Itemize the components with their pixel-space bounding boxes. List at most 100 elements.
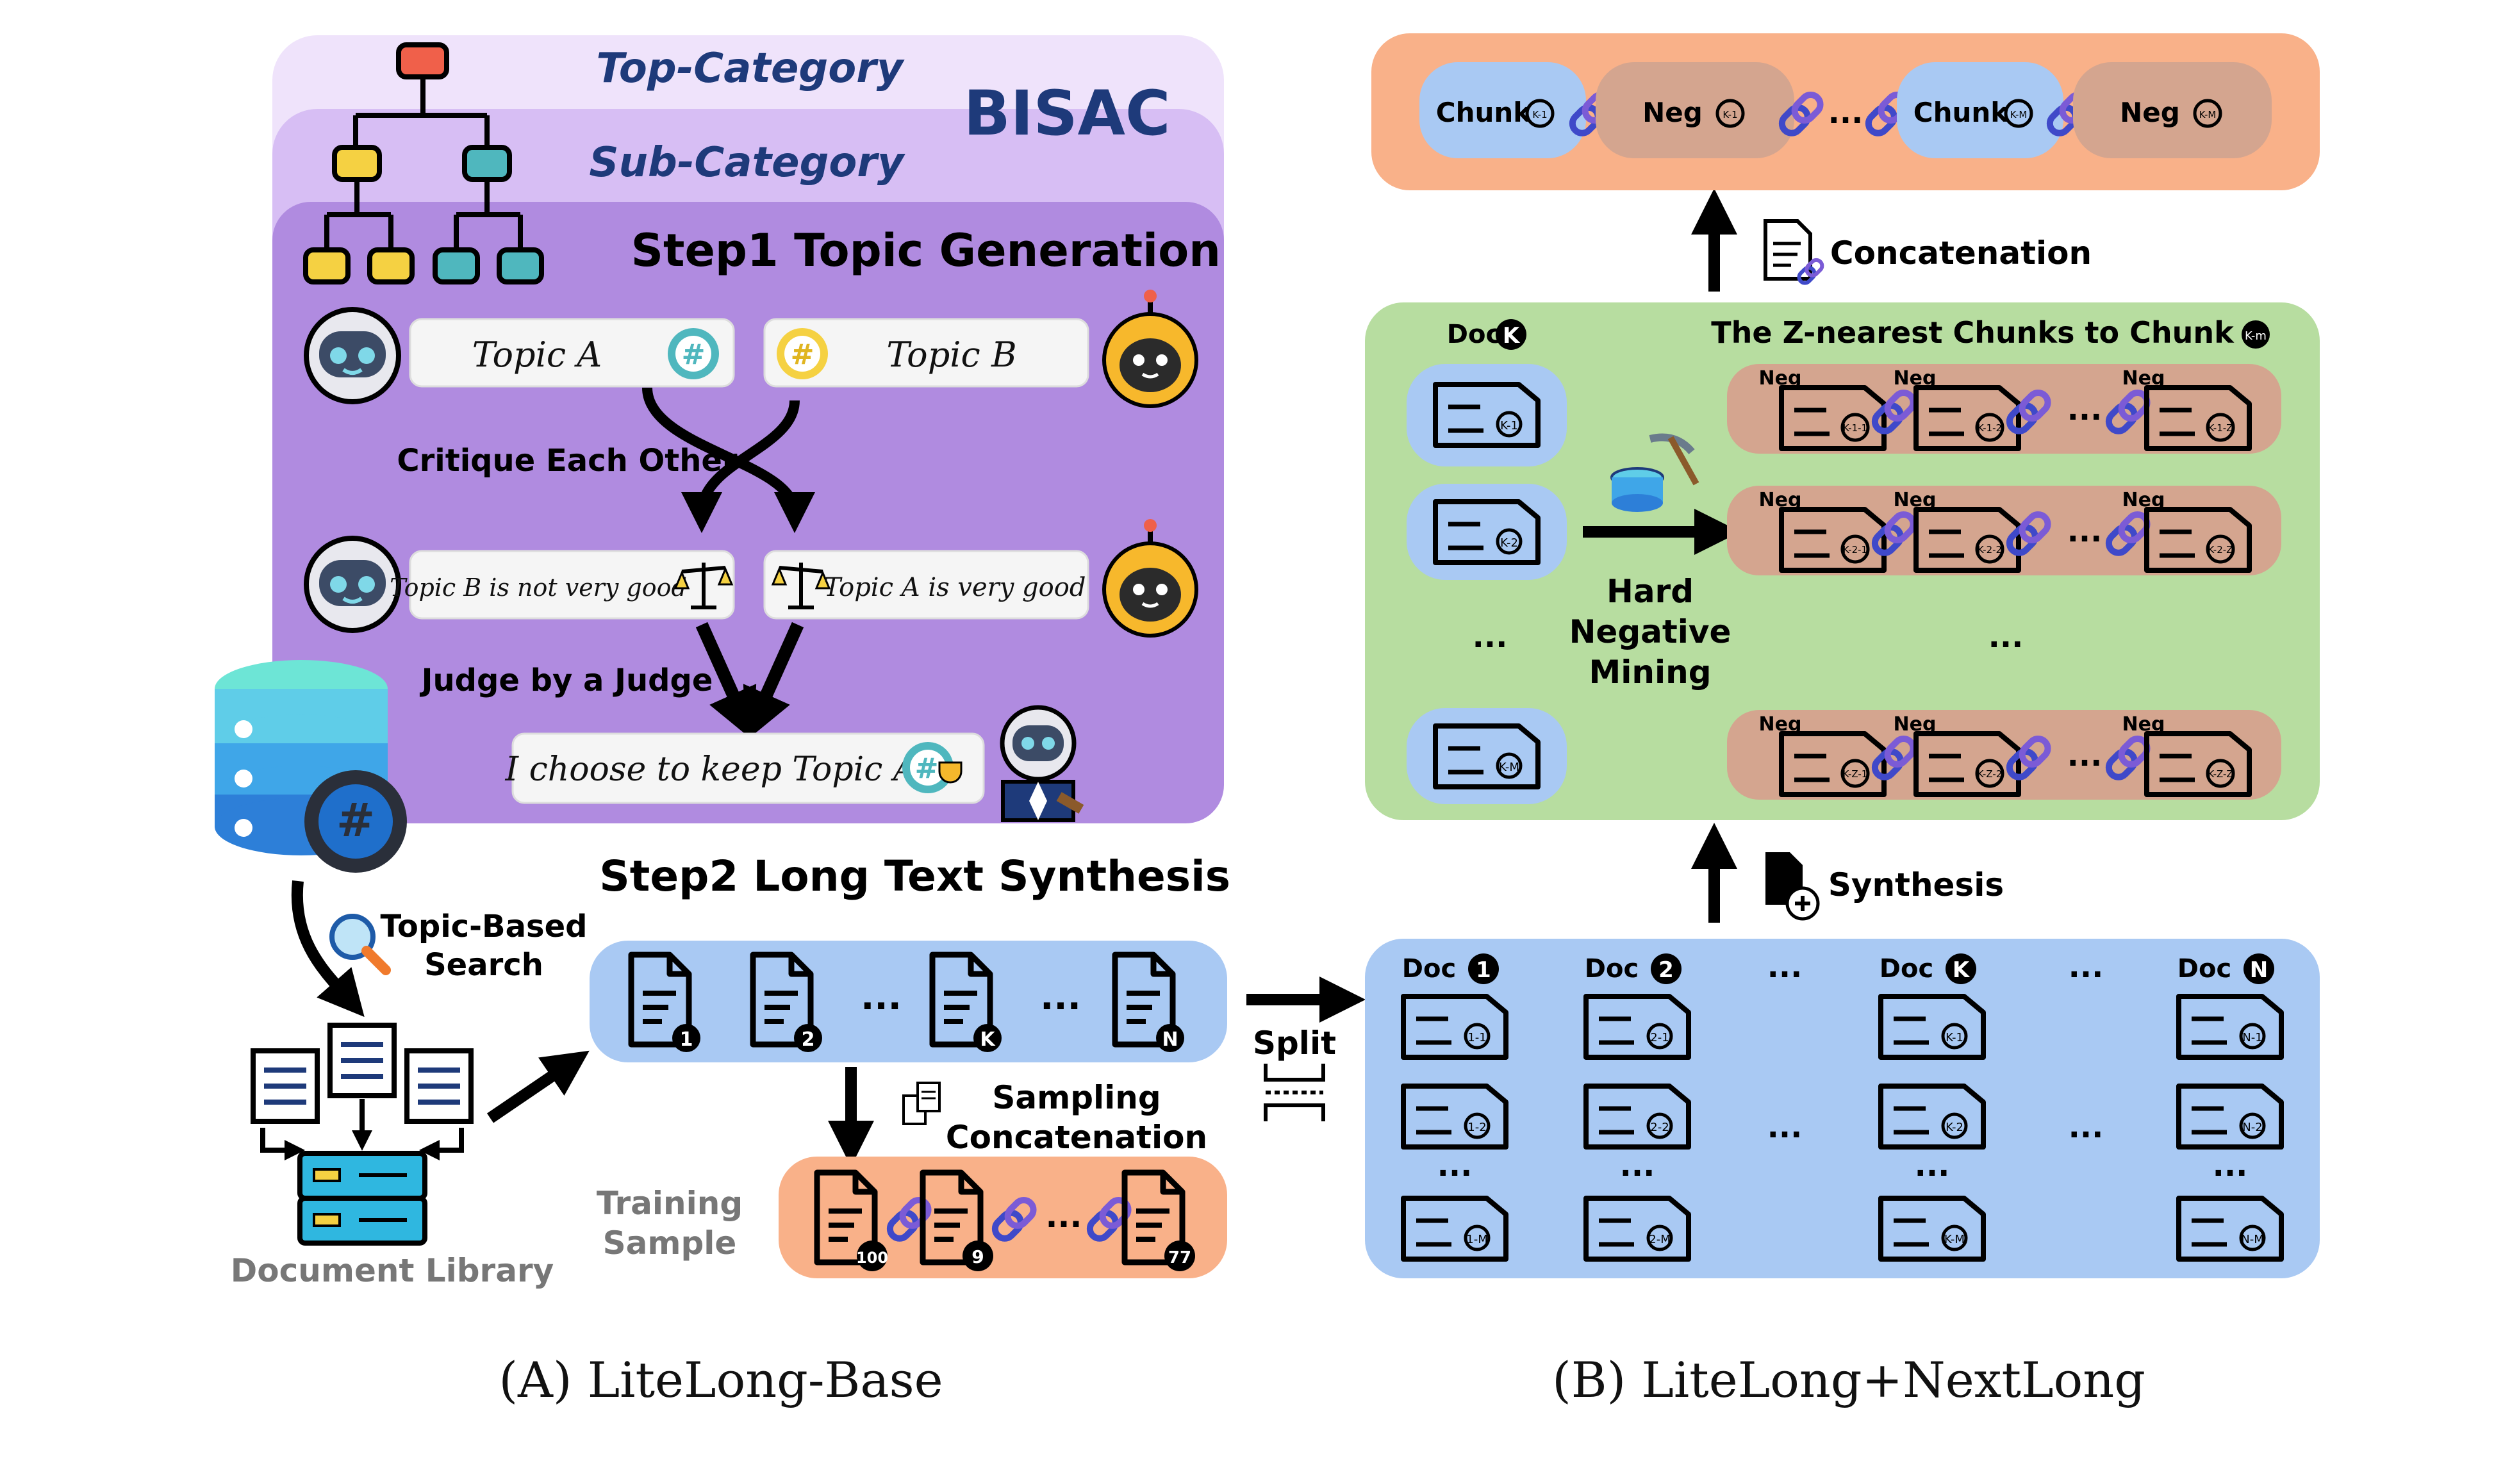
svg-text:N-M: N-M	[2241, 1233, 2264, 1246]
svg-text:K-Z-Z: K-Z-Z	[2208, 768, 2233, 780]
step1-panel	[272, 202, 1224, 823]
svg-text:Doc: Doc	[2177, 954, 2231, 984]
svg-text:K-1: K-1	[1946, 1031, 1963, 1044]
doc-columns-ellipsis-1: ...	[1767, 949, 1803, 985]
svg-text:1-M: 1-M	[1466, 1233, 1487, 1246]
doc-columns-ellipsis-2: ...	[1767, 1109, 1803, 1145]
svg-text:2-M: 2-M	[1649, 1233, 1670, 1246]
step2-docs-box	[590, 941, 1227, 1062]
svg-text:K-2-2: K-2-2	[1978, 544, 2002, 556]
hashtag-trophy-icon: #	[902, 742, 963, 793]
svg-text:Chunk: Chunk	[1913, 97, 2010, 128]
svg-text:K-M: K-M	[1944, 1233, 1965, 1246]
topic-b-text: Topic B	[886, 334, 1016, 375]
step2-doc-icon-2: 2	[753, 955, 822, 1052]
sampling-line2: Concatenation	[946, 1119, 1207, 1156]
hard-negative-line3: Mining	[1589, 654, 1711, 691]
critique-arrow-1	[642, 387, 815, 533]
topic-search-line1: Topic-Based	[381, 909, 588, 944]
svg-text:1-2: 1-2	[1467, 1121, 1486, 1134]
hierarchy-tree-icon	[303, 42, 544, 284]
svg-text:Neg: Neg	[2120, 97, 2180, 128]
svg-text:K-2: K-2	[1946, 1121, 1963, 1134]
z-nearest-badge-circle	[2242, 320, 2270, 349]
step2-ellipsis-1: ...	[861, 977, 902, 1018]
split-icon	[1264, 1064, 1325, 1121]
docK-ellipsis: ...	[1473, 619, 1508, 655]
svg-text:100: 100	[856, 1249, 888, 1267]
scale-icon-2	[771, 563, 831, 609]
svg-text:N: N	[1162, 1028, 1178, 1051]
bisac-label: BISAC	[964, 78, 1171, 149]
z-nearest-label: The Z-nearest Chunks to Chunk	[1711, 315, 2235, 350]
doc-column-2: Doc 2 2-1 2-2 ... 2-M	[1585, 953, 1689, 1259]
svg-text:K-1-2: K-1-2	[1978, 422, 2002, 434]
critique-b-box	[409, 550, 735, 620]
critique-b-text: Topic B is not very good	[390, 573, 687, 602]
split-chunks-box	[1365, 939, 2320, 1278]
robot-white-icon-2	[304, 536, 401, 633]
svg-text:Neg: Neg	[1642, 97, 1703, 128]
judge-choice-text: I choose to keep Topic A	[505, 750, 918, 789]
svg-text:...: ...	[1915, 1148, 1950, 1183]
svg-text:2-2: 2-2	[1650, 1121, 1669, 1134]
judge-choice-box	[511, 732, 985, 804]
judge-label: Judge by a Judge	[420, 663, 713, 698]
svg-text:#: #	[336, 793, 375, 847]
topic-a-text: Topic A	[472, 334, 602, 375]
svg-text:#: #	[791, 338, 814, 371]
svg-text:1-1: 1-1	[1467, 1031, 1486, 1044]
svg-text:...: ...	[2067, 392, 2103, 427]
split-label: Split	[1253, 1025, 1336, 1062]
sample-ellipsis: ...	[1046, 1198, 1082, 1235]
judge-arrow-2	[743, 622, 804, 741]
training-sample-line2: Sample	[603, 1224, 737, 1262]
svg-text:K-1-1: K-1-1	[1843, 422, 1867, 434]
svg-text:...: ...	[2067, 738, 2103, 773]
doc-k-badge-circle	[1496, 319, 1526, 350]
svg-text:N-2: N-2	[2242, 1121, 2262, 1134]
document-library-label: Document Library	[231, 1252, 554, 1289]
svg-text:K: K	[980, 1028, 996, 1051]
final-chunk-k1: Chunk K-1	[1419, 62, 1586, 158]
final-ellipsis: ...	[1828, 95, 1863, 131]
svg-text:N-1: N-1	[2242, 1031, 2262, 1044]
svg-text:Chunk: Chunk	[1436, 97, 1532, 128]
svg-text:K-2: K-2	[1500, 536, 1518, 550]
step2-doc-icon-1: 1	[631, 955, 700, 1052]
sample-doc-icon-1: 100	[817, 1173, 888, 1271]
svg-text:K: K	[1953, 957, 1971, 983]
step2-ellipsis-2: ...	[1040, 977, 1081, 1018]
svg-text:K-M: K-M	[1499, 761, 1519, 774]
final-neg-km: Neg K-M	[2073, 62, 2272, 158]
final-neg-k1: Neg K-1	[1596, 62, 1794, 158]
doc-k-badge: K	[1503, 323, 1521, 349]
svg-text:K-1: K-1	[1532, 109, 1547, 120]
docK-chunk-2: K-2	[1407, 484, 1567, 580]
step2-doc-icon-n: N	[1115, 955, 1184, 1052]
svg-text:#: #	[682, 338, 706, 371]
svg-text:...: ...	[2213, 1148, 2248, 1183]
document-link-icon	[1764, 219, 1824, 285]
sample-doc-icon-3: 77	[1125, 1173, 1195, 1271]
svg-text:Doc: Doc	[1585, 954, 1639, 984]
robot-judge-icon	[1000, 705, 1084, 822]
doc-k-label: Doc	[1447, 320, 1501, 349]
database-icon: #	[215, 660, 407, 873]
critique-a-box	[763, 550, 1089, 620]
search-arrow	[291, 880, 365, 1018]
neg-rows-ellipsis: ...	[1988, 619, 2024, 655]
topic-search-line2: Search	[424, 947, 543, 983]
svg-text:...: ...	[1620, 1148, 1655, 1183]
svg-text:K-1-Z: K-1-Z	[2208, 422, 2233, 434]
neg-row-1: Neg K-1-1 Neg K-1-2 ... Neg K-1-Z	[1727, 364, 2281, 454]
svg-text:K-Z-1: K-Z-1	[1843, 768, 1868, 780]
robot-white-icon	[304, 307, 401, 404]
scale-icon	[673, 563, 734, 609]
svg-text:Doc: Doc	[1402, 954, 1456, 984]
sub-category-label: Sub-Category	[589, 139, 905, 186]
svg-text:K-2-Z: K-2-Z	[2208, 544, 2233, 556]
caption-a: (A) LiteLong-Base	[499, 1351, 943, 1408]
hashtag-teal-icon: #	[668, 328, 719, 379]
